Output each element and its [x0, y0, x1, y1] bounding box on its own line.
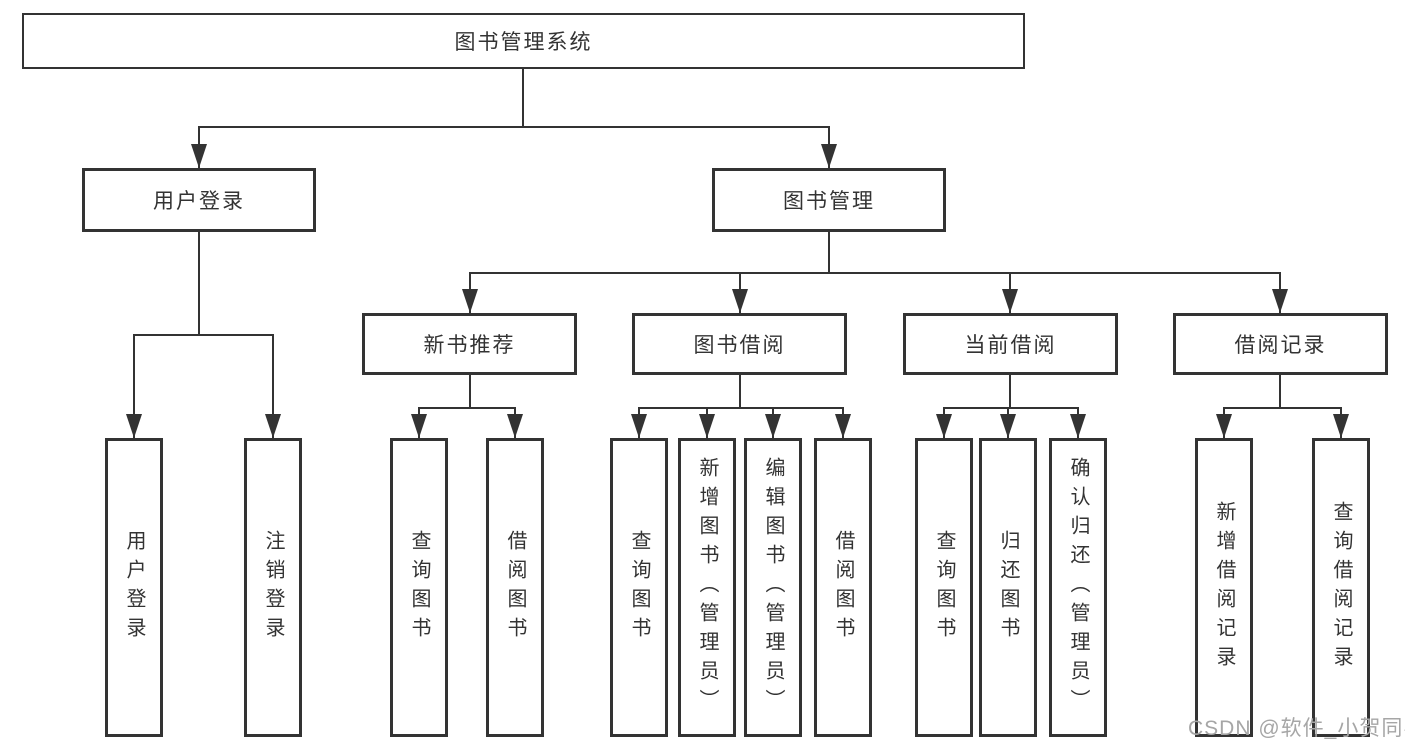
leaf-user-login: 用户登录 [105, 438, 163, 737]
leaf-edit-books-admin-label: 编辑图书（管理员） [762, 457, 784, 718]
leaf-query-books-3: 查询图书 [915, 438, 973, 737]
arrowhead-down-icon [765, 414, 781, 438]
connector-line [133, 334, 273, 336]
leaf-query-books-3-label: 查询图书 [933, 529, 955, 646]
arrowhead-down-icon [191, 144, 207, 168]
leaf-borrow-books-1: 借阅图书 [486, 438, 544, 737]
node-root: 图书管理系统 [22, 13, 1025, 69]
connector-line [469, 375, 471, 408]
leaf-query-books-1-label: 查询图书 [408, 529, 430, 646]
leaf-query-borrow-record-label: 查询借阅记录 [1330, 500, 1352, 675]
arrowhead-down-icon [462, 289, 478, 313]
leaf-confirm-return-admin-label: 确认归还（管理员） [1067, 457, 1089, 718]
node-current-borrowing: 当前借阅 [903, 313, 1118, 375]
leaf-add-borrow-record: 新增借阅记录 [1195, 438, 1253, 737]
leaf-user-login-label: 用户登录 [123, 529, 145, 646]
connector-line [828, 232, 830, 273]
connector-line [133, 334, 135, 438]
leaf-return-books: 归还图书 [979, 438, 1037, 737]
arrowhead-down-icon [507, 414, 523, 438]
node-book-borrowing-label: 图书借阅 [693, 334, 786, 357]
leaf-add-borrow-record-label: 新增借阅记录 [1213, 500, 1235, 675]
connector-line [418, 407, 515, 409]
arrowhead-down-icon [936, 414, 952, 438]
node-borrowing-records-label: 借阅记录 [1234, 334, 1327, 357]
leaf-query-books-1: 查询图书 [390, 438, 448, 737]
leaf-confirm-return-admin: 确认归还（管理员） [1049, 438, 1107, 737]
arrowhead-down-icon [1070, 414, 1086, 438]
connector-line [272, 334, 274, 438]
arrowhead-down-icon [1000, 414, 1016, 438]
arrowhead-down-icon [1272, 289, 1288, 313]
connector-line [469, 272, 1281, 274]
connector-line [1009, 375, 1011, 408]
node-borrowing-records: 借阅记录 [1173, 313, 1388, 375]
leaf-logout: 注销登录 [244, 438, 302, 737]
arrowhead-down-icon [1002, 289, 1018, 313]
connector-line [522, 69, 524, 127]
node-new-book-recommend-label: 新书推荐 [423, 334, 516, 357]
node-book-management: 图书管理 [712, 168, 946, 232]
leaf-borrow-books-2: 借阅图书 [814, 438, 872, 737]
arrowhead-down-icon [835, 414, 851, 438]
connector-line [1279, 375, 1281, 408]
arrowhead-down-icon [126, 414, 142, 438]
leaf-add-books-admin: 新增图书（管理员） [678, 438, 736, 737]
connector-line [739, 375, 741, 408]
arrowhead-down-icon [631, 414, 647, 438]
connector-line [638, 407, 844, 409]
arrowhead-down-icon [411, 414, 427, 438]
arrowhead-down-icon [1333, 414, 1349, 438]
leaf-borrow-books-1-label: 借阅图书 [504, 529, 526, 646]
node-book-management-label: 图书管理 [783, 190, 875, 213]
leaf-query-books-2: 查询图书 [610, 438, 668, 737]
leaf-query-borrow-record: 查询借阅记录 [1312, 438, 1370, 737]
leaf-add-books-admin-label: 新增图书（管理员） [696, 457, 718, 718]
node-current-borrowing-label: 当前借阅 [964, 334, 1057, 357]
connector-line [198, 126, 830, 128]
node-root-label: 图书管理系统 [454, 31, 593, 54]
node-user-login: 用户登录 [82, 168, 316, 232]
arrowhead-down-icon [821, 144, 837, 168]
arrowhead-down-icon [1216, 414, 1232, 438]
node-book-borrowing: 图书借阅 [632, 313, 847, 375]
arrowhead-down-icon [265, 414, 281, 438]
connector-line [198, 232, 200, 335]
connector-line [943, 407, 1078, 409]
arrowhead-down-icon [699, 414, 715, 438]
leaf-edit-books-admin: 编辑图书（管理员） [744, 438, 802, 737]
node-new-book-recommend: 新书推荐 [362, 313, 577, 375]
watermark: CSDN @软件_小贺同学 [1188, 717, 1405, 740]
leaf-return-books-label: 归还图书 [997, 529, 1019, 646]
node-user-login-label: 用户登录 [153, 190, 245, 213]
leaf-query-books-2-label: 查询图书 [628, 529, 650, 646]
leaf-borrow-books-2-label: 借阅图书 [832, 529, 854, 646]
connector-line [1223, 407, 1341, 409]
leaf-logout-label: 注销登录 [262, 529, 284, 646]
arrowhead-down-icon [732, 289, 748, 313]
